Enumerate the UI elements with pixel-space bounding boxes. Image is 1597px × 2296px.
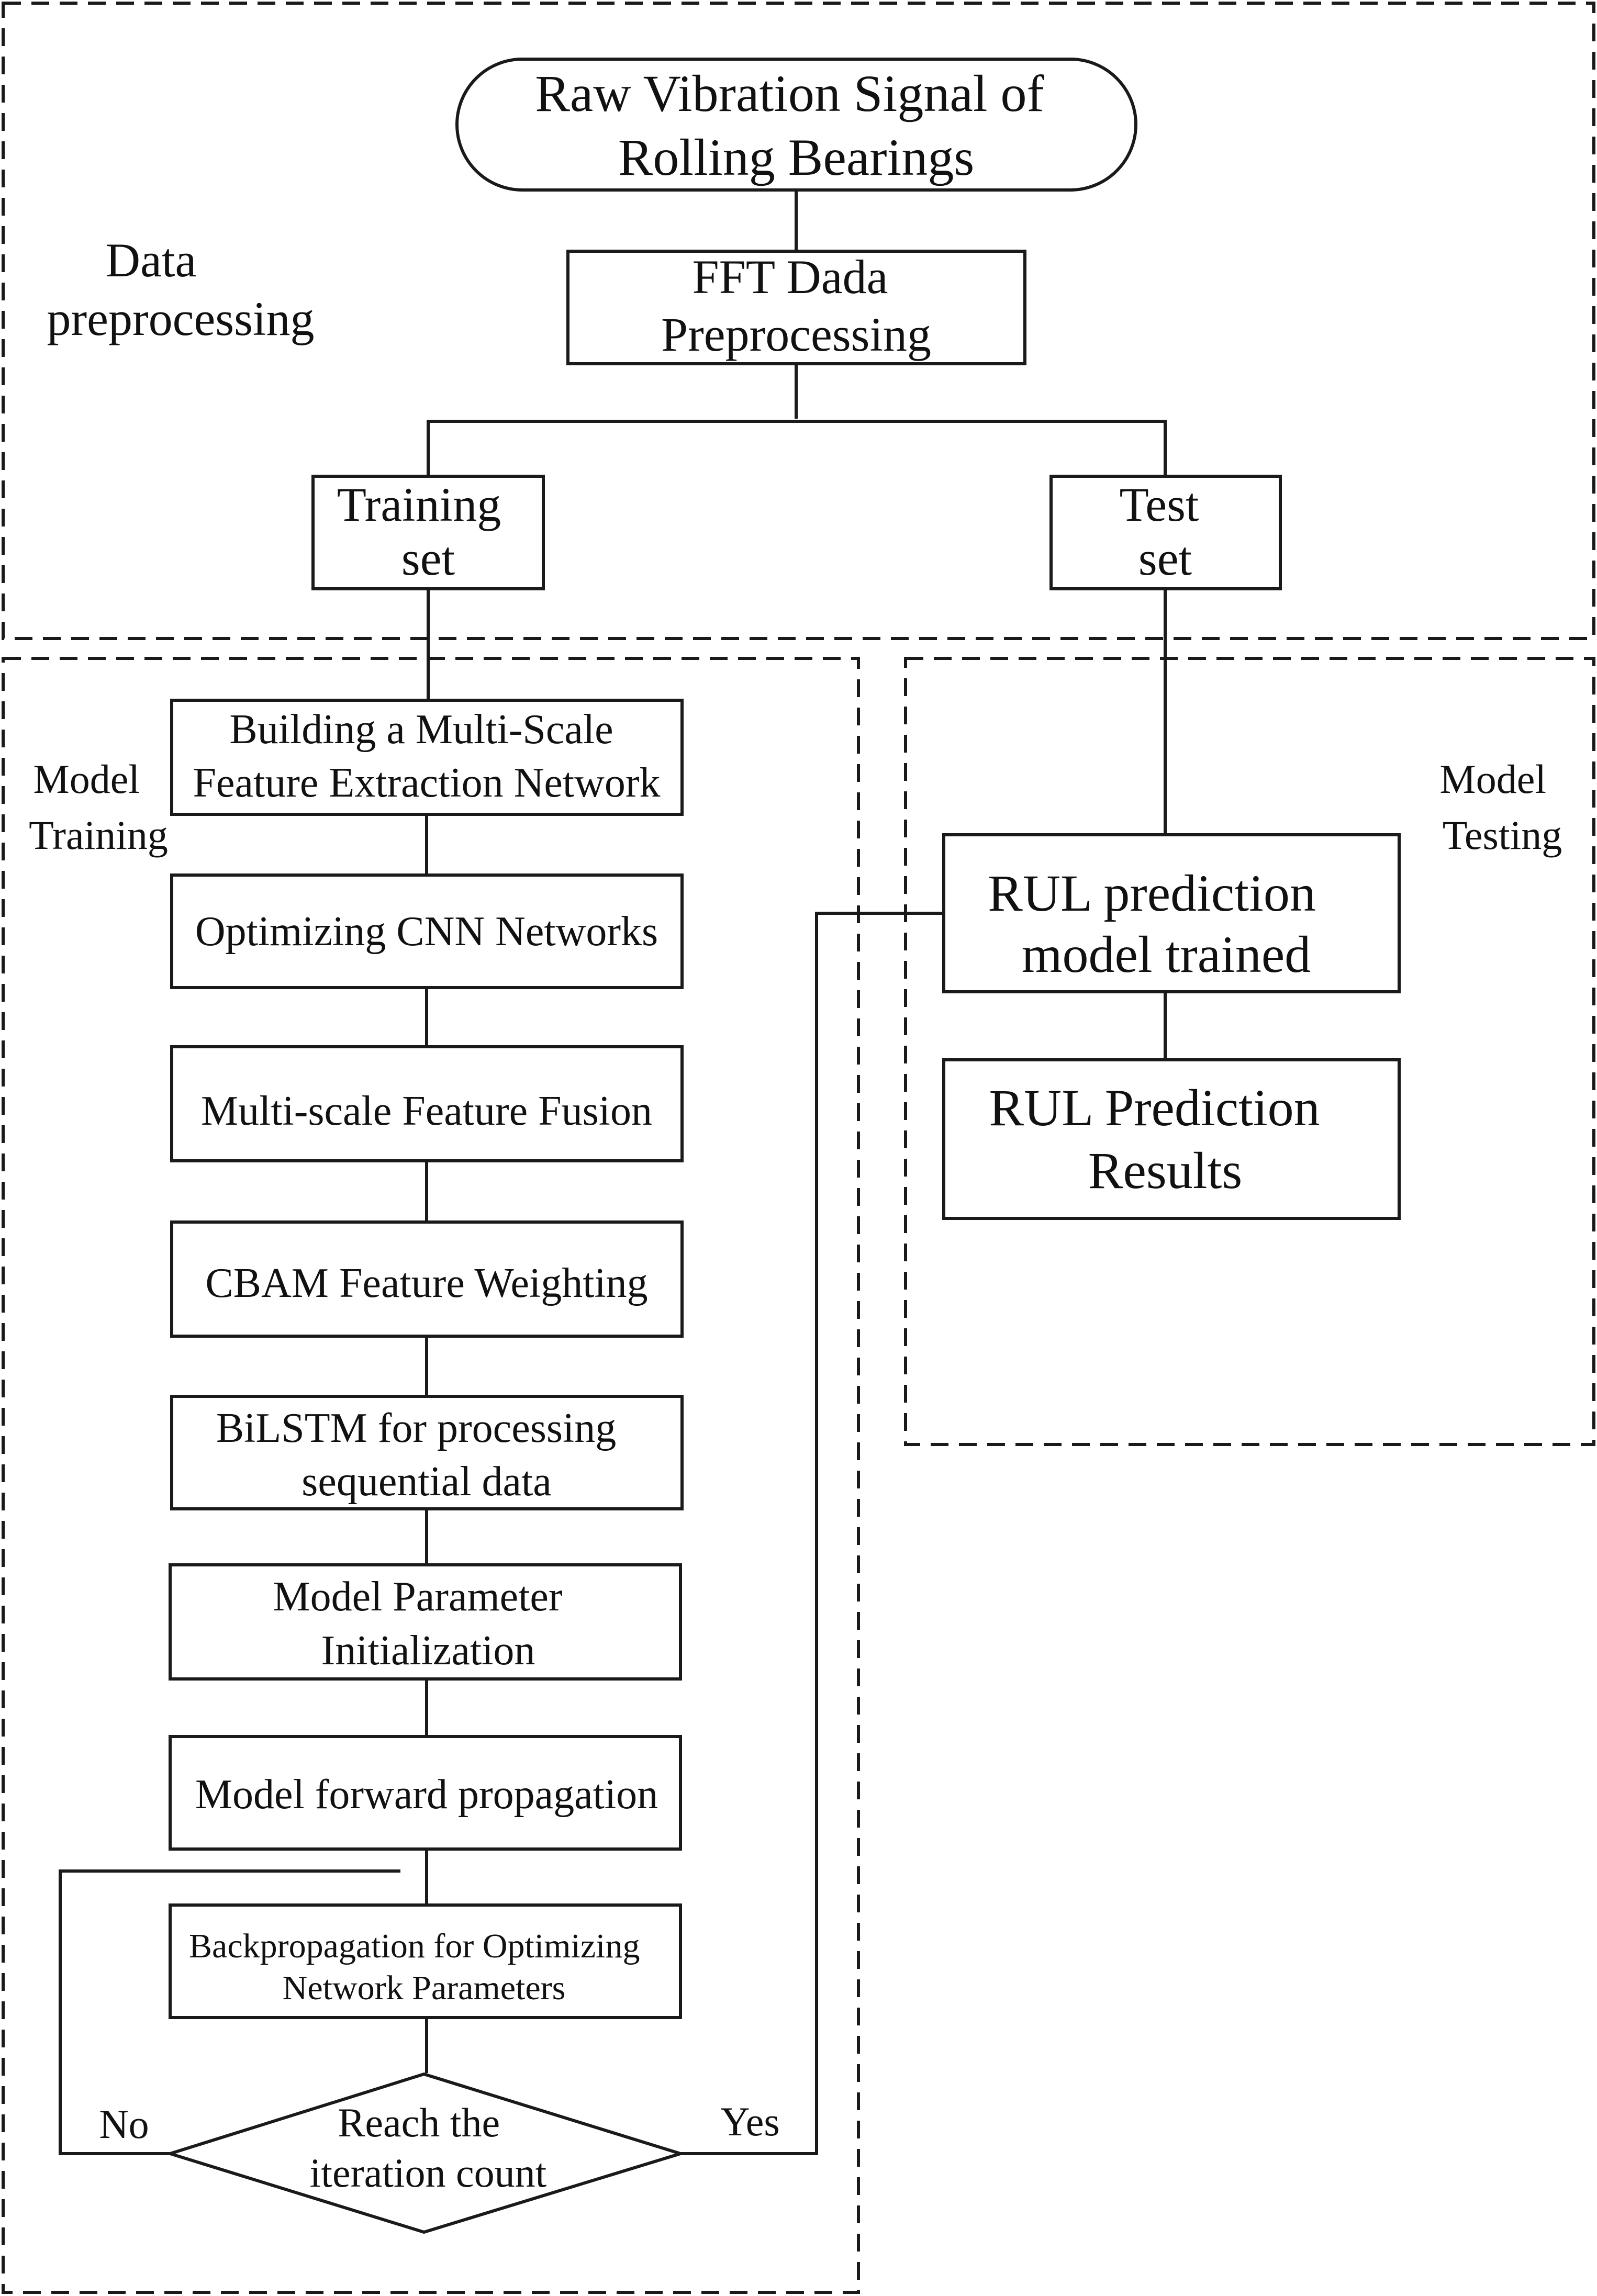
edge-decision-yes bbox=[680, 912, 943, 2155]
rul-model-box bbox=[942, 833, 1401, 993]
fft-preprocessing-box bbox=[566, 250, 1026, 365]
rul-model-label: RUL prediction model trained bbox=[988, 864, 1329, 983]
edge-decision-no-loop bbox=[59, 1869, 401, 2155]
training-set-box bbox=[311, 475, 545, 590]
model-testing-label: Model Testing bbox=[1439, 756, 1562, 858]
test-set-label: Test set bbox=[1120, 478, 1211, 585]
data-preprocessing-region bbox=[2, 2, 1595, 640]
bilstm-label: BiLSTM for processing sequential data bbox=[216, 1405, 627, 1505]
forward-propagation-label: Model forward propagation bbox=[195, 1772, 658, 1818]
cbam-box bbox=[170, 1220, 684, 1338]
rul-results-label: RUL Prediction Results bbox=[989, 1079, 1333, 1200]
bilstm-box bbox=[170, 1395, 684, 1510]
optimizing-cnn-label: Optimizing CNN Networks bbox=[195, 909, 658, 955]
model-training-region bbox=[2, 657, 860, 2294]
training-set-label: Training set bbox=[337, 478, 513, 585]
raw-signal-label: Raw Vibration Signal of Rolling Bearings bbox=[535, 64, 1057, 186]
param-init-label: Model Parameter Initialization bbox=[273, 1574, 573, 1674]
model-training-label: Model Training bbox=[29, 756, 168, 858]
optimizing-cnn-box bbox=[170, 873, 684, 989]
iteration-decision-diamond bbox=[164, 2072, 686, 2234]
backpropagation-box bbox=[169, 1903, 682, 2019]
no-label: No bbox=[99, 2101, 149, 2147]
backpropagation-label: Backpropagation for Optimizing Network P… bbox=[189, 1927, 649, 2007]
yes-label: Yes bbox=[720, 2099, 780, 2144]
data-preprocessing-label: Data preprocessing bbox=[47, 233, 315, 345]
param-init-box bbox=[169, 1563, 682, 1681]
iteration-decision-label: Reach the iteration count bbox=[310, 2100, 547, 2196]
multiscale-network-box bbox=[170, 699, 684, 816]
cbam-label: CBAM Feature Weighting bbox=[205, 1260, 647, 1306]
multiscale-network-label: Building a Multi-Scale Feature Extractio… bbox=[193, 707, 660, 806]
feature-fusion-box bbox=[170, 1045, 684, 1162]
fft-preprocessing-label: FFT Dada Preprocessing bbox=[661, 250, 931, 361]
feature-fusion-label: Multi-scale Feature Fusion bbox=[201, 1088, 652, 1134]
test-set-box bbox=[1049, 475, 1282, 590]
model-testing-region bbox=[904, 657, 1595, 1446]
rul-results-box bbox=[942, 1058, 1401, 1220]
edge-split-bar bbox=[427, 420, 1167, 474]
